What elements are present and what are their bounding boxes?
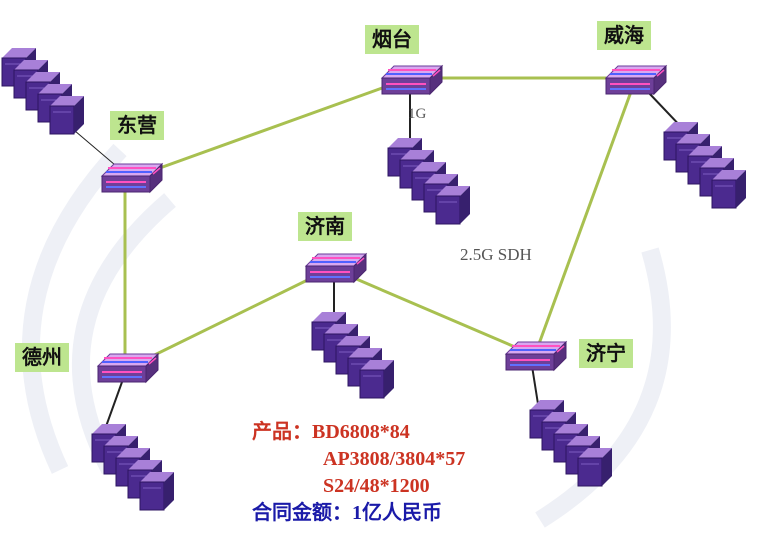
server-stack-dezhou: [92, 424, 174, 510]
product-line-3: S24/48*1200: [323, 475, 430, 497]
product-info: 产品：BD6808*84 AP3808/3804*57 S24/48*1200 …: [252, 419, 465, 527]
server-stack-jining: [530, 400, 612, 486]
router-jinan: [305, 253, 367, 283]
background-swirl: [21, 143, 671, 528]
city-label-jinan: 济南: [298, 212, 352, 241]
city-label-yantai: 烟台: [365, 25, 419, 54]
link-label-sdh: 2.5G SDH: [460, 245, 532, 264]
router-dezhou: [97, 353, 159, 383]
connector-jining: [531, 365, 539, 405]
product-value-1: BD6808*84: [312, 421, 410, 443]
link-jinan-jining: [339, 270, 537, 358]
router-dongying: [101, 163, 163, 193]
router-jining: [505, 341, 567, 371]
city-label-dongying: 东营: [110, 111, 164, 140]
city-label-jining: 济宁: [579, 339, 633, 368]
product-line-1: 产品：BD6808*84: [252, 419, 465, 446]
contract-amount: 合同金额：1亿人民币: [252, 500, 465, 527]
server-stack-yantai: [388, 138, 470, 224]
link-label-1g: 1G: [408, 106, 427, 122]
server-stack-jinan: [312, 312, 394, 398]
connector-dezhou: [103, 381, 123, 433]
contract-label: 合同金额：: [252, 502, 352, 524]
router-yantai: [381, 65, 443, 95]
server-stack-dongying: [2, 48, 84, 134]
router-weihai: [605, 65, 667, 95]
link-dongying-yantai: [131, 76, 411, 180]
city-label-dezhou: 德州: [15, 343, 69, 372]
server-stack-weihai: [664, 122, 746, 208]
network-links: [123, 76, 638, 370]
contract-value: 1亿人民币: [352, 502, 442, 524]
city-label-weihai: 威海: [597, 21, 651, 50]
product-line-2: AP3808/3804*57: [323, 448, 466, 470]
product-label: 产品：: [252, 421, 312, 443]
link-weihai-jining: [534, 77, 638, 353]
link-dezhou-jinan: [127, 266, 333, 370]
